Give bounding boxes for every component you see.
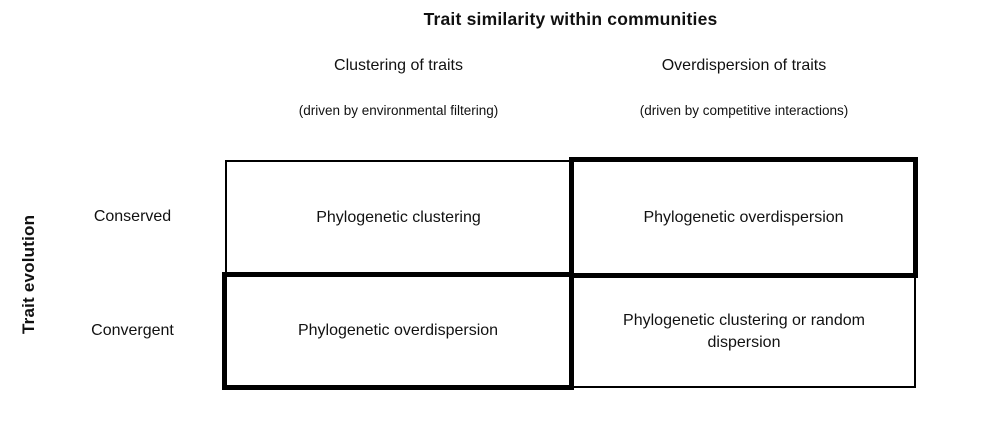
cell-text: Phylogenetic clustering or random disper…: [623, 312, 865, 351]
y-axis-label-trait-evolution: Trait evolution: [19, 214, 38, 334]
cell-conserved-clustering: Phylogenetic clustering: [225, 160, 572, 275]
column-subheader-competitive-interactions: (driven by competitive interactions): [639, 103, 849, 118]
row-label-conserved: Conserved: [93, 207, 172, 225]
row-label-convergent: Convergent: [91, 322, 174, 339]
cell-text: Phylogenetic overdispersion: [297, 322, 499, 340]
diagram-title: Trait similarity within communities: [423, 9, 718, 29]
cell-conserved-overdispersion: Phylogenetic overdispersion: [569, 157, 918, 278]
cell-convergent-overdispersion: Phylogenetic clustering or random disper…: [572, 276, 916, 388]
cell-text: Phylogenetic clustering: [316, 208, 481, 226]
column-header-overdispersion: Overdispersion of traits: [661, 57, 827, 74]
column-header-clustering: Clustering of traits: [334, 57, 463, 74]
cell-text: Phylogenetic overdispersion: [643, 208, 844, 226]
column-subheader-environmental-filtering: (driven by environmental filtering): [298, 103, 499, 118]
cell-convergent-clustering: Phylogenetic overdispersion: [222, 272, 574, 390]
